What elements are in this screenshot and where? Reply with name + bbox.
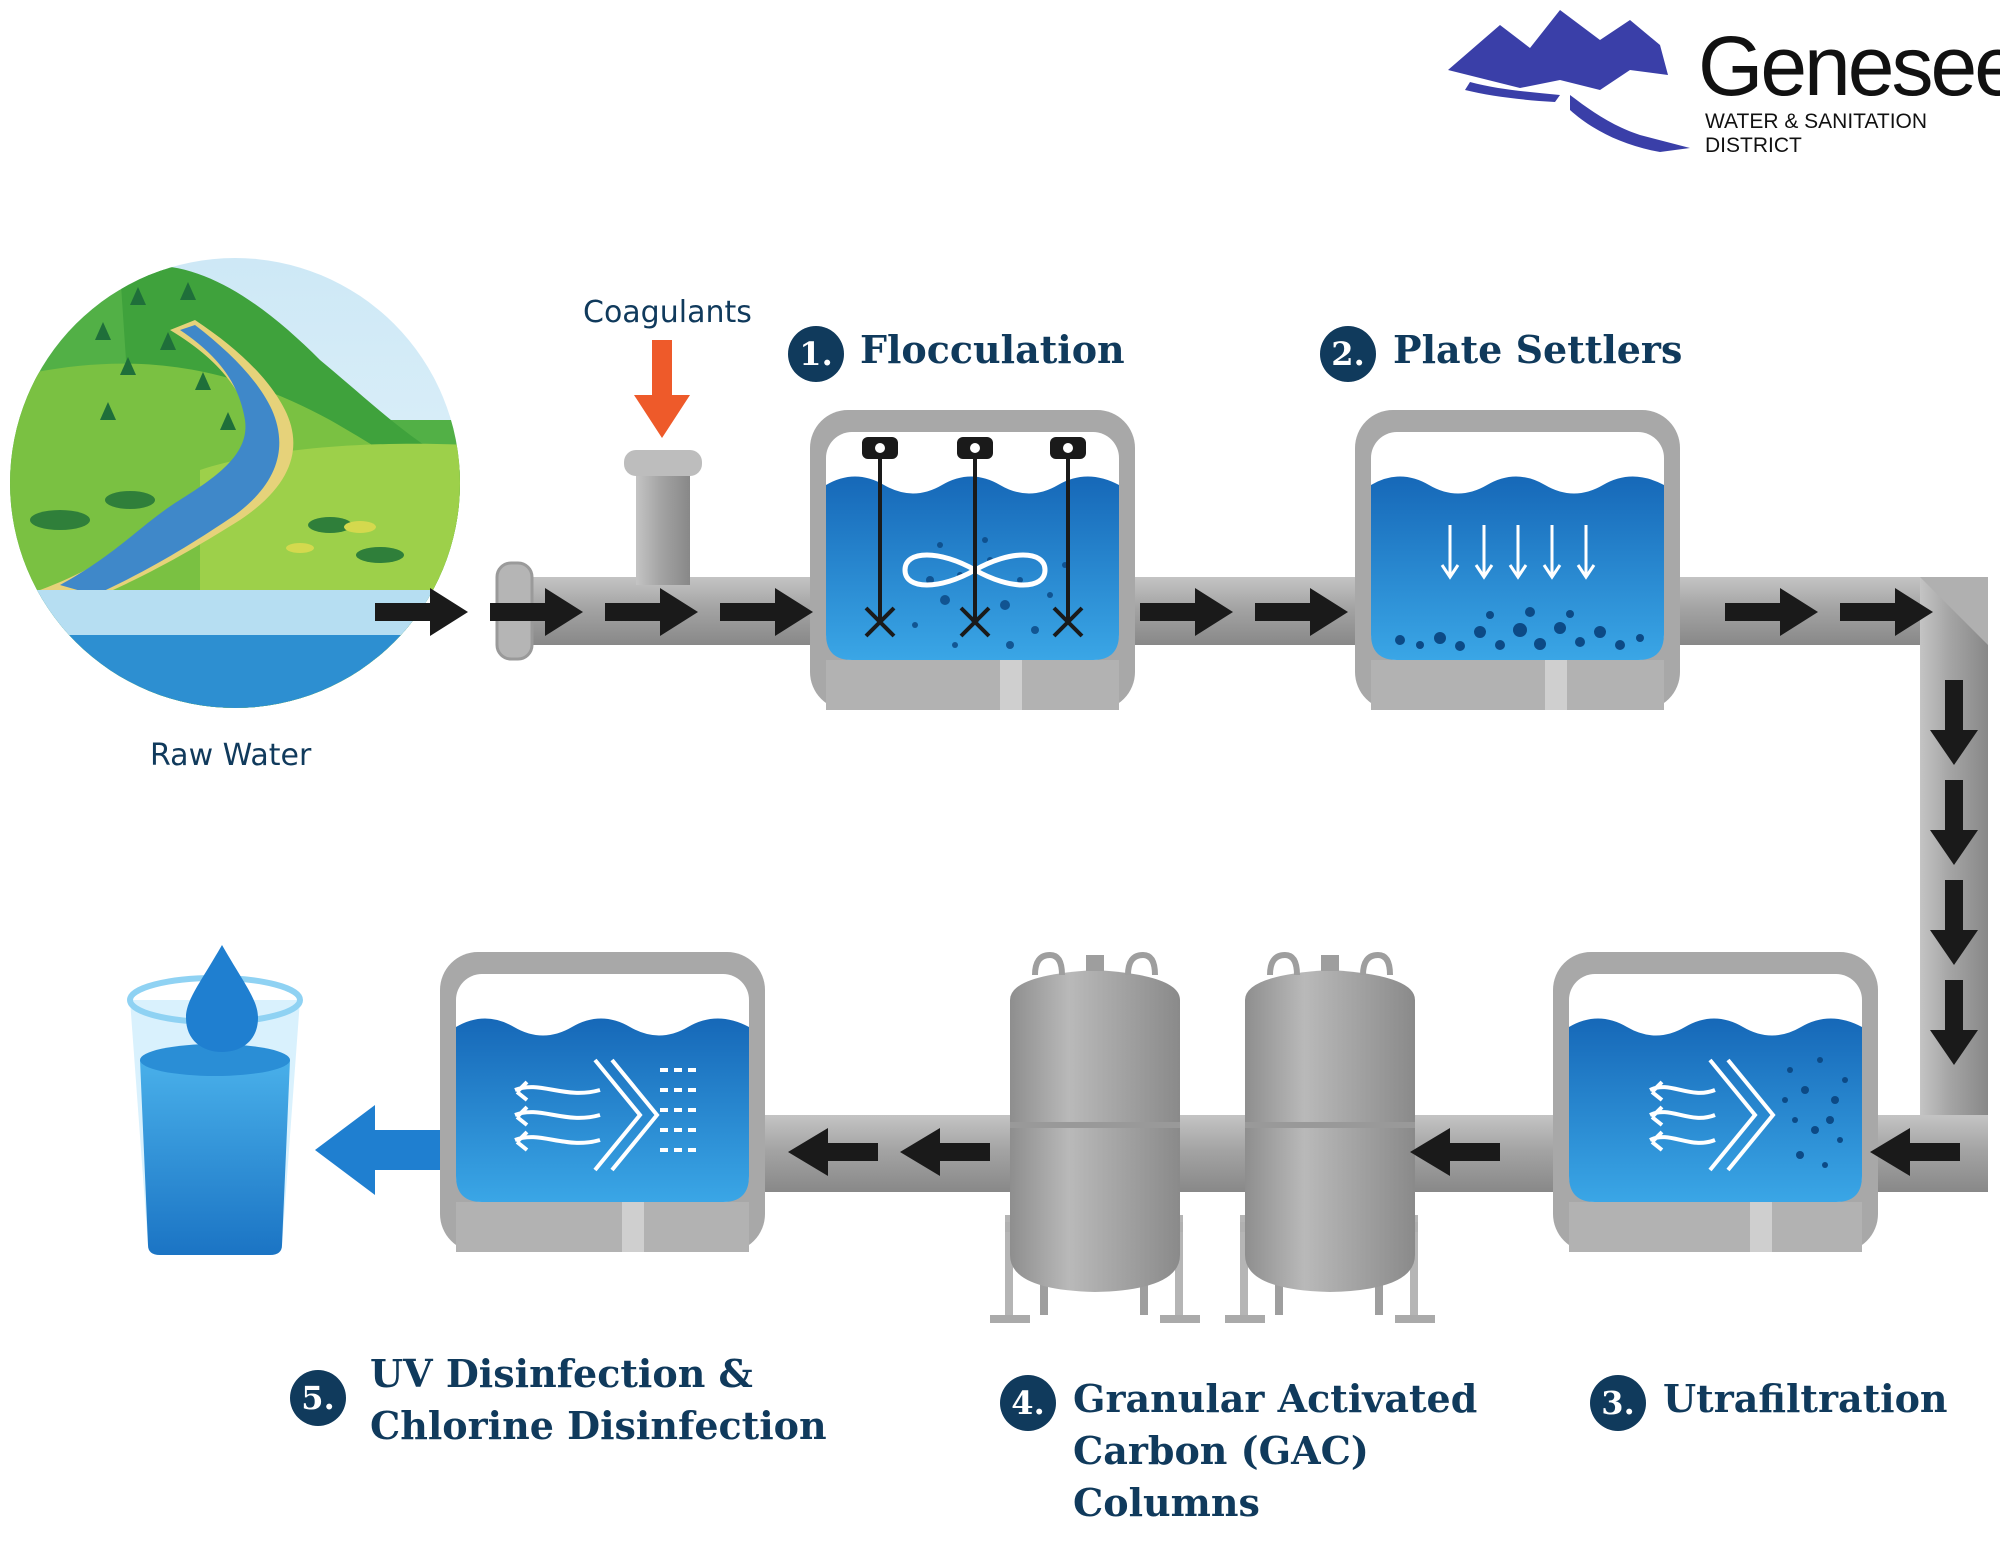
raw-water-label: Raw Water (150, 738, 312, 773)
raw-water-landscape (10, 258, 460, 708)
gac-column-right (1225, 951, 1435, 1323)
flow-arrow (1840, 588, 1933, 636)
flow-arrow (1930, 880, 1978, 965)
flow-arrow (490, 588, 583, 636)
step-2-label: Plate Settlers (1393, 327, 1683, 372)
flow-arrow (375, 588, 468, 636)
flow-arrow (1930, 780, 1978, 865)
flow-arrow (1410, 1128, 1500, 1176)
flow-arrow (1930, 680, 1978, 765)
water-drop-icon (186, 945, 258, 1052)
flow-arrows (375, 588, 1978, 1176)
flocculation-tank (810, 410, 1135, 710)
coagulants-label: Coagulants (583, 295, 752, 330)
flow-arrow (1140, 588, 1233, 636)
step-4-label-line-2: Carbon (GAC) (1073, 1428, 1369, 1473)
step-5-number: 5. (290, 1370, 346, 1426)
flow-arrow (788, 1128, 878, 1176)
step-1-label: Flocculation (860, 327, 1125, 372)
step-2-number: 2. (1320, 326, 1376, 382)
flow-arrow (1255, 588, 1348, 636)
flow-arrow (605, 588, 698, 636)
step-4-number: 4. (1000, 1375, 1056, 1431)
coagulant-arrow (634, 340, 690, 438)
uv-disinfection-tank (440, 952, 765, 1252)
genesee-logo-mountains (1448, 10, 1690, 152)
water-glass-icon (127, 975, 303, 1255)
plate-settlers-tank (1355, 410, 1680, 710)
step-3-number: 3. (1590, 1375, 1646, 1431)
flow-arrow (1725, 588, 1818, 636)
flow-arrow (720, 588, 813, 636)
flow-arrow (900, 1128, 990, 1176)
step-4-label-line-3: Columns (1073, 1480, 1260, 1525)
output-arrow (315, 1105, 440, 1195)
ultrafiltration-tank (1553, 952, 1878, 1252)
step-4-label-line-1: Granular Activated (1073, 1376, 1478, 1421)
step-5-label-line-2: Chlorine Disinfection (370, 1403, 827, 1448)
step-5-label-line-1: UV Disinfection & (370, 1351, 753, 1396)
step-3-label: Utrafiltration (1663, 1376, 1948, 1421)
logo-subtitle: WATER & SANITATION DISTRICT (1705, 110, 1928, 157)
step-1-number: 1. (788, 326, 844, 382)
gac-column-left (990, 951, 1200, 1323)
flow-arrow (1930, 980, 1978, 1065)
flow-arrow (1870, 1128, 1960, 1176)
logo-title: Genesee (1698, 19, 2000, 113)
